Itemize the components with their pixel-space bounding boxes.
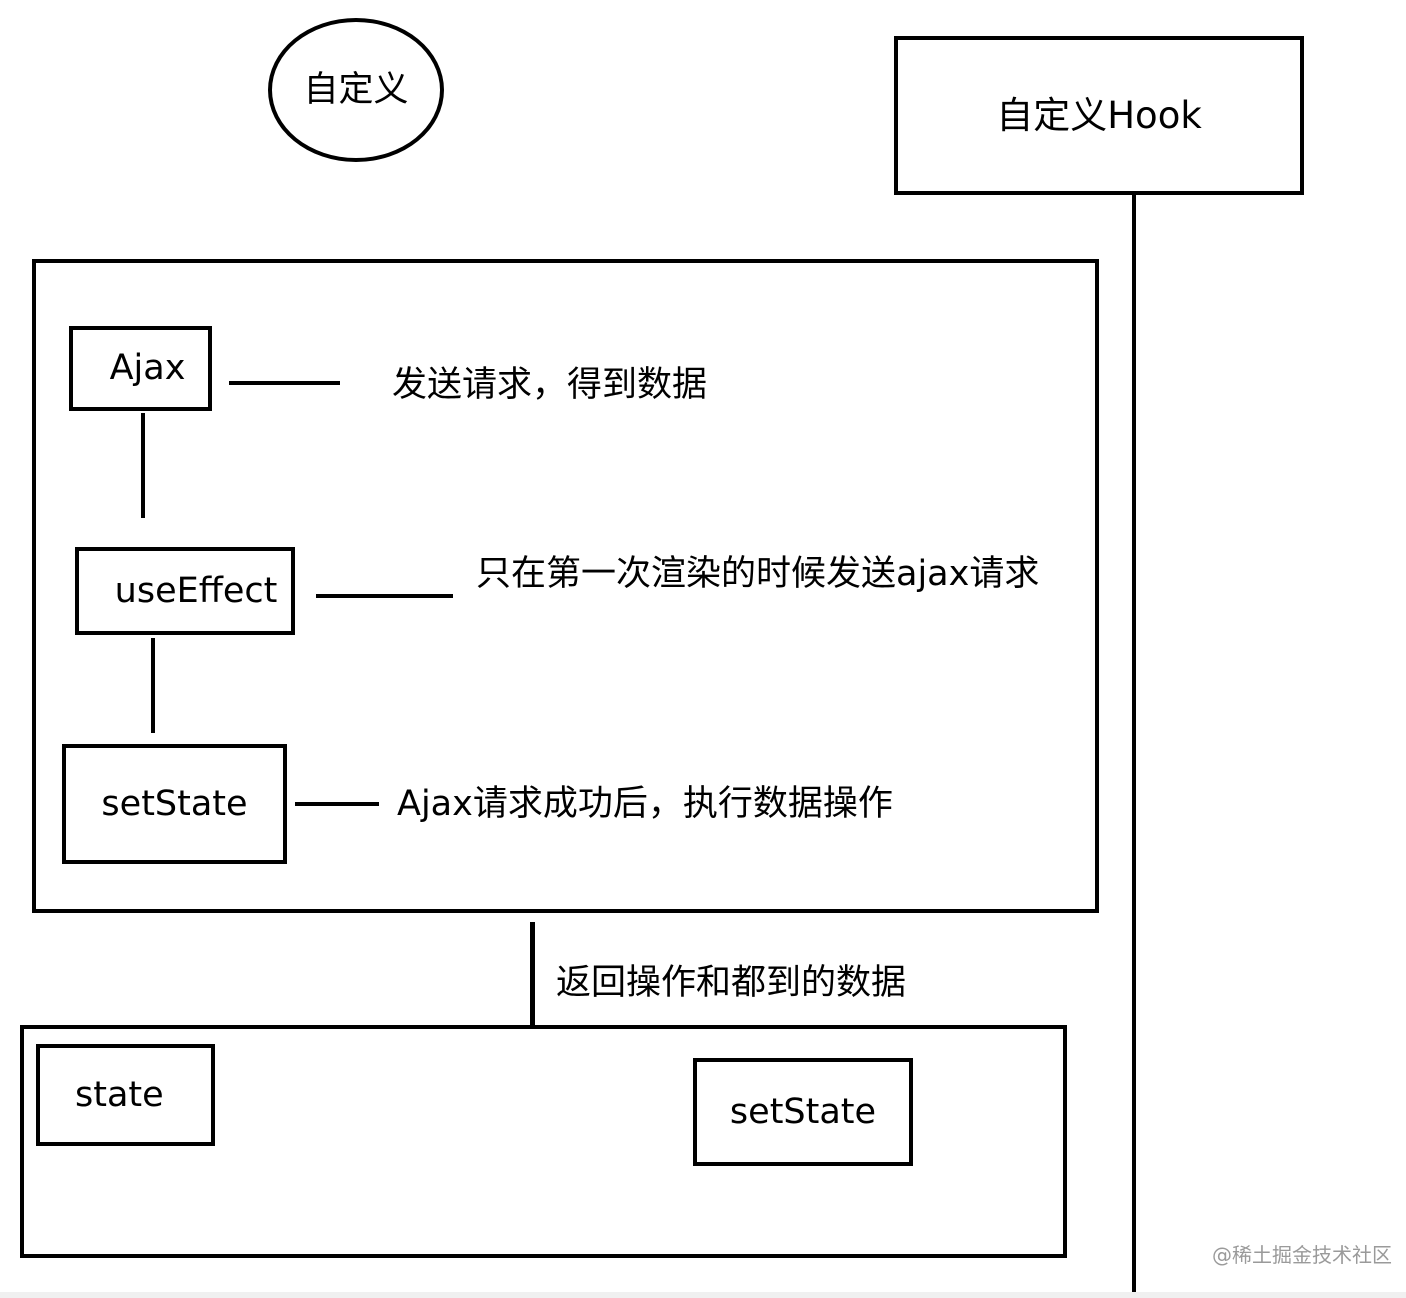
custom-ellipse-label: 自定义 (303, 69, 409, 110)
result-setstate-label: setState (729, 1091, 877, 1132)
setstate-connector (295, 802, 379, 806)
hook-vertical-line (1132, 195, 1136, 1292)
watermark: @稀土掘金技术社区 (1212, 1243, 1392, 1267)
ajax-description: 发送请求，得到数据 (392, 365, 708, 405)
useeffect-label: useEffect (114, 570, 278, 611)
hook-logic-container (32, 259, 1099, 913)
ajax-effect-connector (141, 413, 145, 518)
setstate-box: setState (62, 744, 287, 864)
custom-ellipse: 自定义 (268, 18, 444, 162)
return-label: 返回操作和都到的数据 (556, 963, 907, 1003)
custom-hook-box: 自定义Hook (894, 36, 1304, 195)
bottom-strip (0, 1292, 1406, 1298)
useeffect-description: 只在第一次渲染的时候发送ajax请求 (476, 554, 1040, 594)
state-box: state (36, 1044, 215, 1146)
ajax-label: Ajax (109, 348, 186, 388)
useeffect-box: useEffect (75, 547, 295, 635)
useeffect-connector (316, 594, 453, 598)
state-label: state (75, 1075, 164, 1115)
return-connector (530, 922, 535, 1028)
ajax-box: Ajax (69, 326, 212, 411)
result-setstate-box: setState (693, 1058, 913, 1166)
setstate-description: Ajax请求成功后，执行数据操作 (397, 784, 893, 824)
ajax-connector (229, 381, 340, 385)
setstate-label: setState (101, 783, 248, 824)
return-result-box (20, 1025, 1067, 1258)
effect-setstate-connector (151, 638, 155, 733)
custom-hook-label: 自定义Hook (996, 94, 1202, 137)
